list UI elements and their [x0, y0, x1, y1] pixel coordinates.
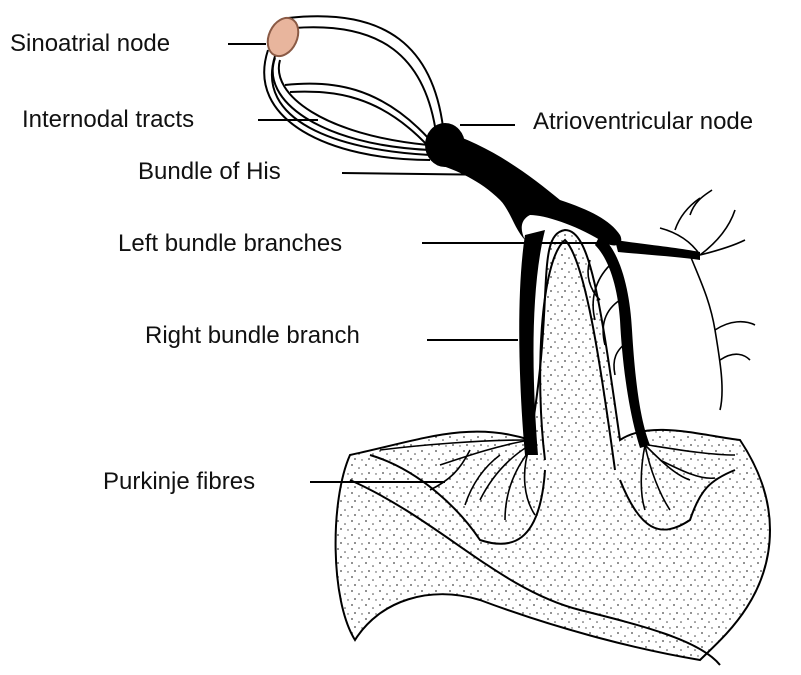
- label-sinoatrial-node: Sinoatrial node: [10, 30, 170, 58]
- label-purkinje-fibres: Purkinje fibres: [103, 468, 255, 496]
- label-atrioventricular-node: Atrioventricular node: [533, 108, 753, 136]
- left-anterior-branch: [615, 240, 700, 260]
- ventricle-wall-outer: [336, 230, 770, 660]
- label-left-bundle-branches: Left bundle branches: [118, 230, 342, 258]
- bundle-of-his-shape: [440, 130, 621, 245]
- sinoatrial-node-shape: [262, 13, 304, 61]
- label-right-bundle-branch: Right bundle branch: [145, 322, 360, 350]
- label-bundle-of-his: Bundle of His: [138, 158, 281, 186]
- label-internodal-tracts: Internodal tracts: [22, 106, 194, 134]
